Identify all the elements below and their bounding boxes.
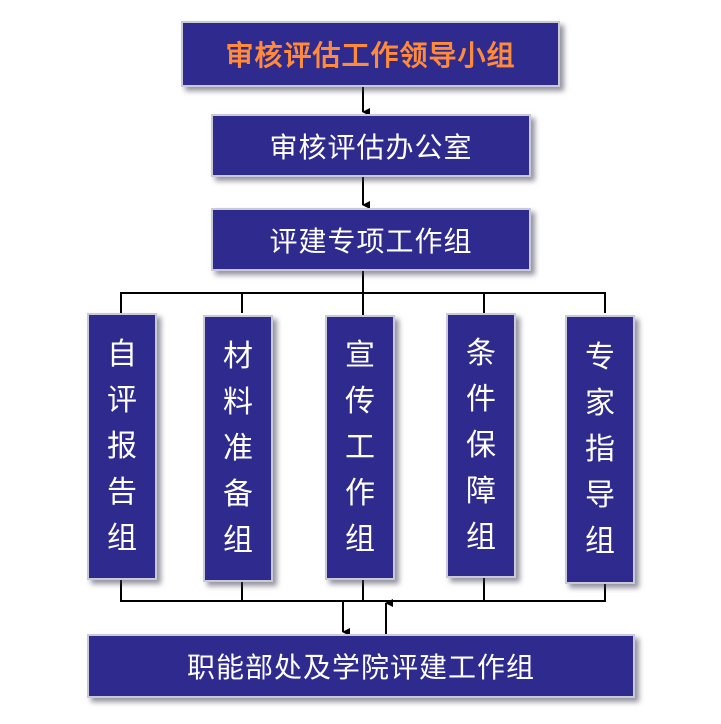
department-group-box: 职能部处及学院评建工作组 xyxy=(87,634,635,698)
subgroup-box-publicity: 宣传工作组 xyxy=(325,315,395,580)
subgroup-box-materials: 材料准备组 xyxy=(203,315,273,582)
subgroup-box-conditions: 条件保障组 xyxy=(446,313,516,578)
subgroup-label: 专家指导组 xyxy=(585,339,615,559)
project-group-label: 评建专项工作组 xyxy=(269,224,473,258)
department-group-label: 职能部处及学院评建工作组 xyxy=(186,651,535,684)
subgroup-box-self-evaluation: 自评报告组 xyxy=(87,313,157,580)
leading-group-box: 审核评估工作领导小组 xyxy=(181,21,560,87)
subgroup-label: 材料准备组 xyxy=(223,338,253,558)
subgroup-label: 宣传工作组 xyxy=(345,337,375,557)
subgroup-label: 条件保障组 xyxy=(466,335,496,555)
subgroup-box-expert-guidance: 专家指导组 xyxy=(565,315,635,584)
office-box: 审核评估办公室 xyxy=(211,114,531,177)
leading-group-label: 审核评估工作领导小组 xyxy=(225,39,516,72)
subgroup-label: 自评报告组 xyxy=(107,336,137,556)
office-label: 审核评估办公室 xyxy=(269,130,473,164)
project-group-box: 评建专项工作组 xyxy=(211,208,531,271)
